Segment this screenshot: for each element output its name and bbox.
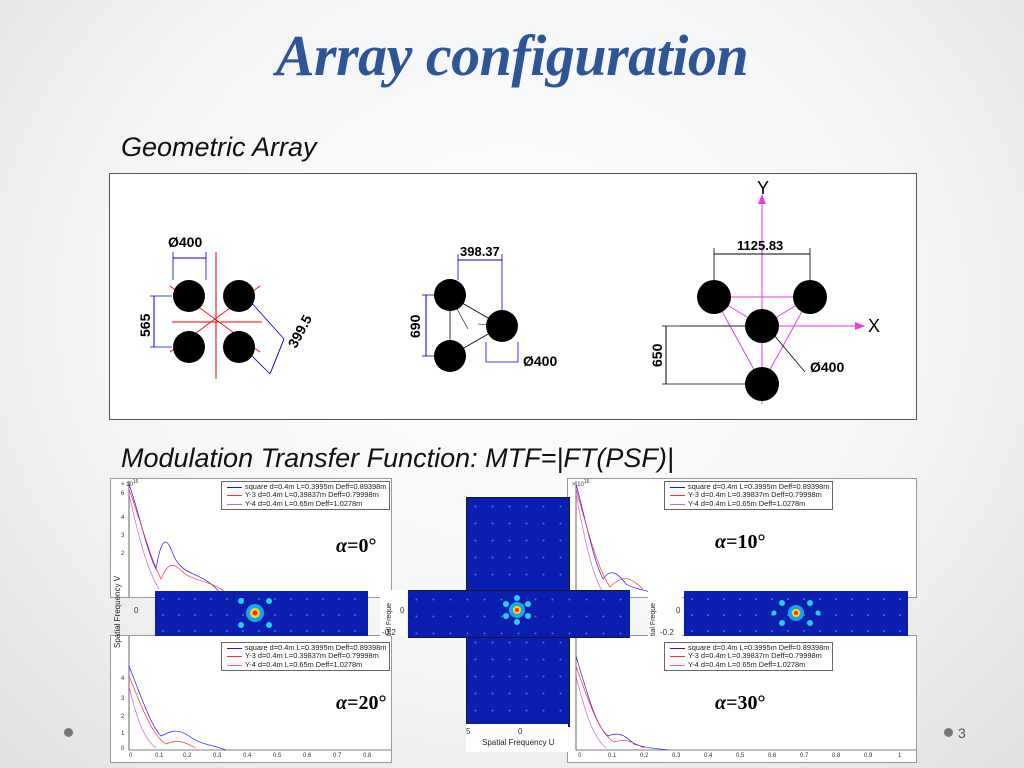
u-tick-left: 5: [466, 727, 471, 736]
y-tick: 3: [121, 696, 125, 702]
square-height-label: 565: [137, 313, 153, 337]
legend-entry-y4: Y-4 d=0.4m L=0.65m Deff=1.0278m: [225, 660, 386, 669]
mtf-psf-square: [238, 598, 272, 628]
legend-entry-square: square d=0.4m L=0.3995m Deff=0.89398m: [225, 643, 386, 652]
x-axis-label: X: [868, 316, 880, 336]
axis-crop-center: [380, 590, 406, 636]
mtf-psf-y4: [771, 600, 821, 626]
x-tick: 0.8: [363, 753, 372, 759]
cross-axis-area: [466, 724, 568, 752]
x-tick: 0.5: [736, 753, 745, 759]
alpha-label-20: α=20°: [333, 692, 390, 715]
x-tick: 0.4: [243, 753, 252, 759]
geometric-array-heading: Geometric Array: [121, 132, 317, 162]
legend-entry-y3: Y-3 d=0.4m L=0.39837m Deff=0.79998m: [225, 490, 386, 499]
x-tick: 0.2: [183, 753, 192, 759]
alpha-label-0: α=0°: [333, 535, 380, 558]
x-tick: 0.7: [800, 753, 809, 759]
legend-entry-y3: Y-3 d=0.4m L=0.39837m Deff=0.79998m: [225, 651, 386, 660]
x-tick: 0.3: [213, 753, 222, 759]
axis-crop-right: [648, 590, 682, 636]
legend-entry-y3: Y-3 d=0.4m L=0.39837m Deff=0.79998m: [668, 490, 829, 499]
mtf-panel-bottom-left: 4 3 2 1 0 0 0.1 0.2 0.3 0.4 0.5 0.6 0.7 …: [110, 635, 392, 763]
y3-dia-label: Ø400: [523, 353, 557, 369]
mtf-legend-top-left: square d=0.4m L=0.3995m Deff=0.89398m Y-…: [221, 481, 391, 510]
legend-entry-square: square d=0.4m L=0.3995m Deff=0.89398m: [668, 482, 829, 491]
zero-tick-center: 0: [400, 606, 405, 615]
mtf-legend-bottom-right: square d=0.4m L=0.3995m Deff=0.89398m Y-…: [664, 642, 834, 671]
x-tick: 0: [578, 753, 582, 759]
x-tick: 0: [129, 753, 133, 759]
y-tick: 4: [121, 515, 125, 521]
y4-height-label: 650: [649, 343, 665, 367]
x-tick: 1: [898, 753, 902, 759]
y3-array: 398.37 690 Ø400: [407, 244, 557, 372]
x-tick: 0.9: [864, 753, 873, 759]
x-tick: 0.1: [155, 753, 164, 759]
mtf-panel-top-right: × 1016 square d=0.4m L=0.3995m Deff=0.89…: [567, 478, 917, 598]
y4-dia-label: Ø400: [810, 359, 844, 375]
neg-tick-right: -0.2: [660, 628, 674, 637]
geometric-array-figure: Ø400 565 399.5 398.37: [109, 173, 917, 420]
axis-u-label: Spatial Frequency U: [482, 738, 555, 747]
mtf-panel-bottom-right: 0 0.1 0.2 0.3 0.4 0.5 0.6 0.7 0.8 0.9 1 …: [567, 635, 917, 763]
mtf-heading: Modulation Transfer Function: MTF=|FT(PS…: [121, 443, 674, 473]
slide-nav-dot-left: [64, 728, 73, 737]
geometric-array-drawing: Ø400 565 399.5 398.37: [137, 178, 880, 404]
square-array: Ø400 565 399.5: [137, 234, 315, 379]
y-tick: 4: [121, 676, 125, 682]
mtf-curves-bottom-right: [575, 636, 916, 751]
y-tick: 6: [121, 491, 125, 497]
neg-tick-center: -0.2: [382, 628, 396, 637]
alpha-label-10: α=10°: [712, 531, 769, 554]
square-diag-label: 399.5: [285, 312, 316, 351]
x-tick: 0.5: [273, 753, 282, 759]
legend-entry-square: square d=0.4m L=0.3995m Deff=0.89398m: [225, 482, 386, 491]
y-tick: 1: [121, 731, 125, 737]
mtf-exp-top-right: × 1016: [572, 479, 590, 488]
page-number: 3: [958, 725, 966, 741]
y-tick: 3: [121, 533, 125, 539]
legend-entry-y4: Y-4 d=0.4m L=0.65m Deff=1.0278m: [225, 499, 386, 508]
x-tick: 0.3: [672, 753, 681, 759]
mtf-panel-top-left: × 1016 6 4 3 2 square d=0.4m L=0.3995m D…: [110, 478, 392, 598]
y-tick: 2: [121, 714, 125, 720]
slide-title: Array configuration: [275, 23, 749, 88]
x-tick: 0.6: [768, 753, 777, 759]
y4-top-label: 1125.83: [737, 238, 783, 253]
square-dia-label: Ø400: [168, 234, 202, 250]
y-axis-label: Y: [757, 178, 769, 198]
zero-tick-right: 0: [676, 606, 681, 615]
zero-tick-left: 0: [134, 606, 139, 615]
x-tick: 0.4: [704, 753, 713, 759]
legend-entry-square: square d=0.4m L=0.3995m Deff=0.89398m: [668, 643, 829, 652]
x-tick: 0.2: [640, 753, 649, 759]
u-tick-zero: 0: [518, 727, 523, 736]
mtf-psf-y3: [503, 595, 531, 625]
y4-array: Y X 1125.83 650 Ø400: [649, 178, 880, 404]
legend-entry-y4: Y-4 d=0.4m L=0.65m Deff=1.0278m: [668, 660, 829, 669]
y-tick: 0: [121, 746, 125, 752]
y-tick: 2: [121, 551, 125, 557]
y3-height-label: 690: [407, 314, 423, 338]
mtf-legend-bottom-left: square d=0.4m L=0.3995m Deff=0.89398m Y-…: [221, 642, 391, 671]
mtf-curves-top-left: [128, 481, 232, 597]
y3-top-label: 398.37: [460, 244, 500, 259]
legend-entry-y4: Y-4 d=0.4m L=0.65m Deff=1.0278m: [668, 499, 829, 508]
slide-nav-dot-right: [944, 728, 953, 737]
mtf-curves-top-right: [575, 481, 664, 597]
x-tick: 0.8: [832, 753, 841, 759]
mtf-exp-top-left: × 1016: [121, 479, 139, 488]
x-tick: 0.6: [303, 753, 312, 759]
alpha-label-30: α=30°: [712, 692, 769, 715]
mtf-map-square: [155, 591, 368, 636]
x-tick: 0.1: [608, 753, 617, 759]
x-tick: 0.7: [333, 753, 342, 759]
mtf-legend-top-right: square d=0.4m L=0.3995m Deff=0.89398m Y-…: [664, 481, 834, 510]
legend-entry-y3: Y-3 d=0.4m L=0.39837m Deff=0.79998m: [668, 651, 829, 660]
mtf-map-y4: [684, 591, 908, 636]
mtf-curves-bottom-left: [128, 636, 391, 751]
